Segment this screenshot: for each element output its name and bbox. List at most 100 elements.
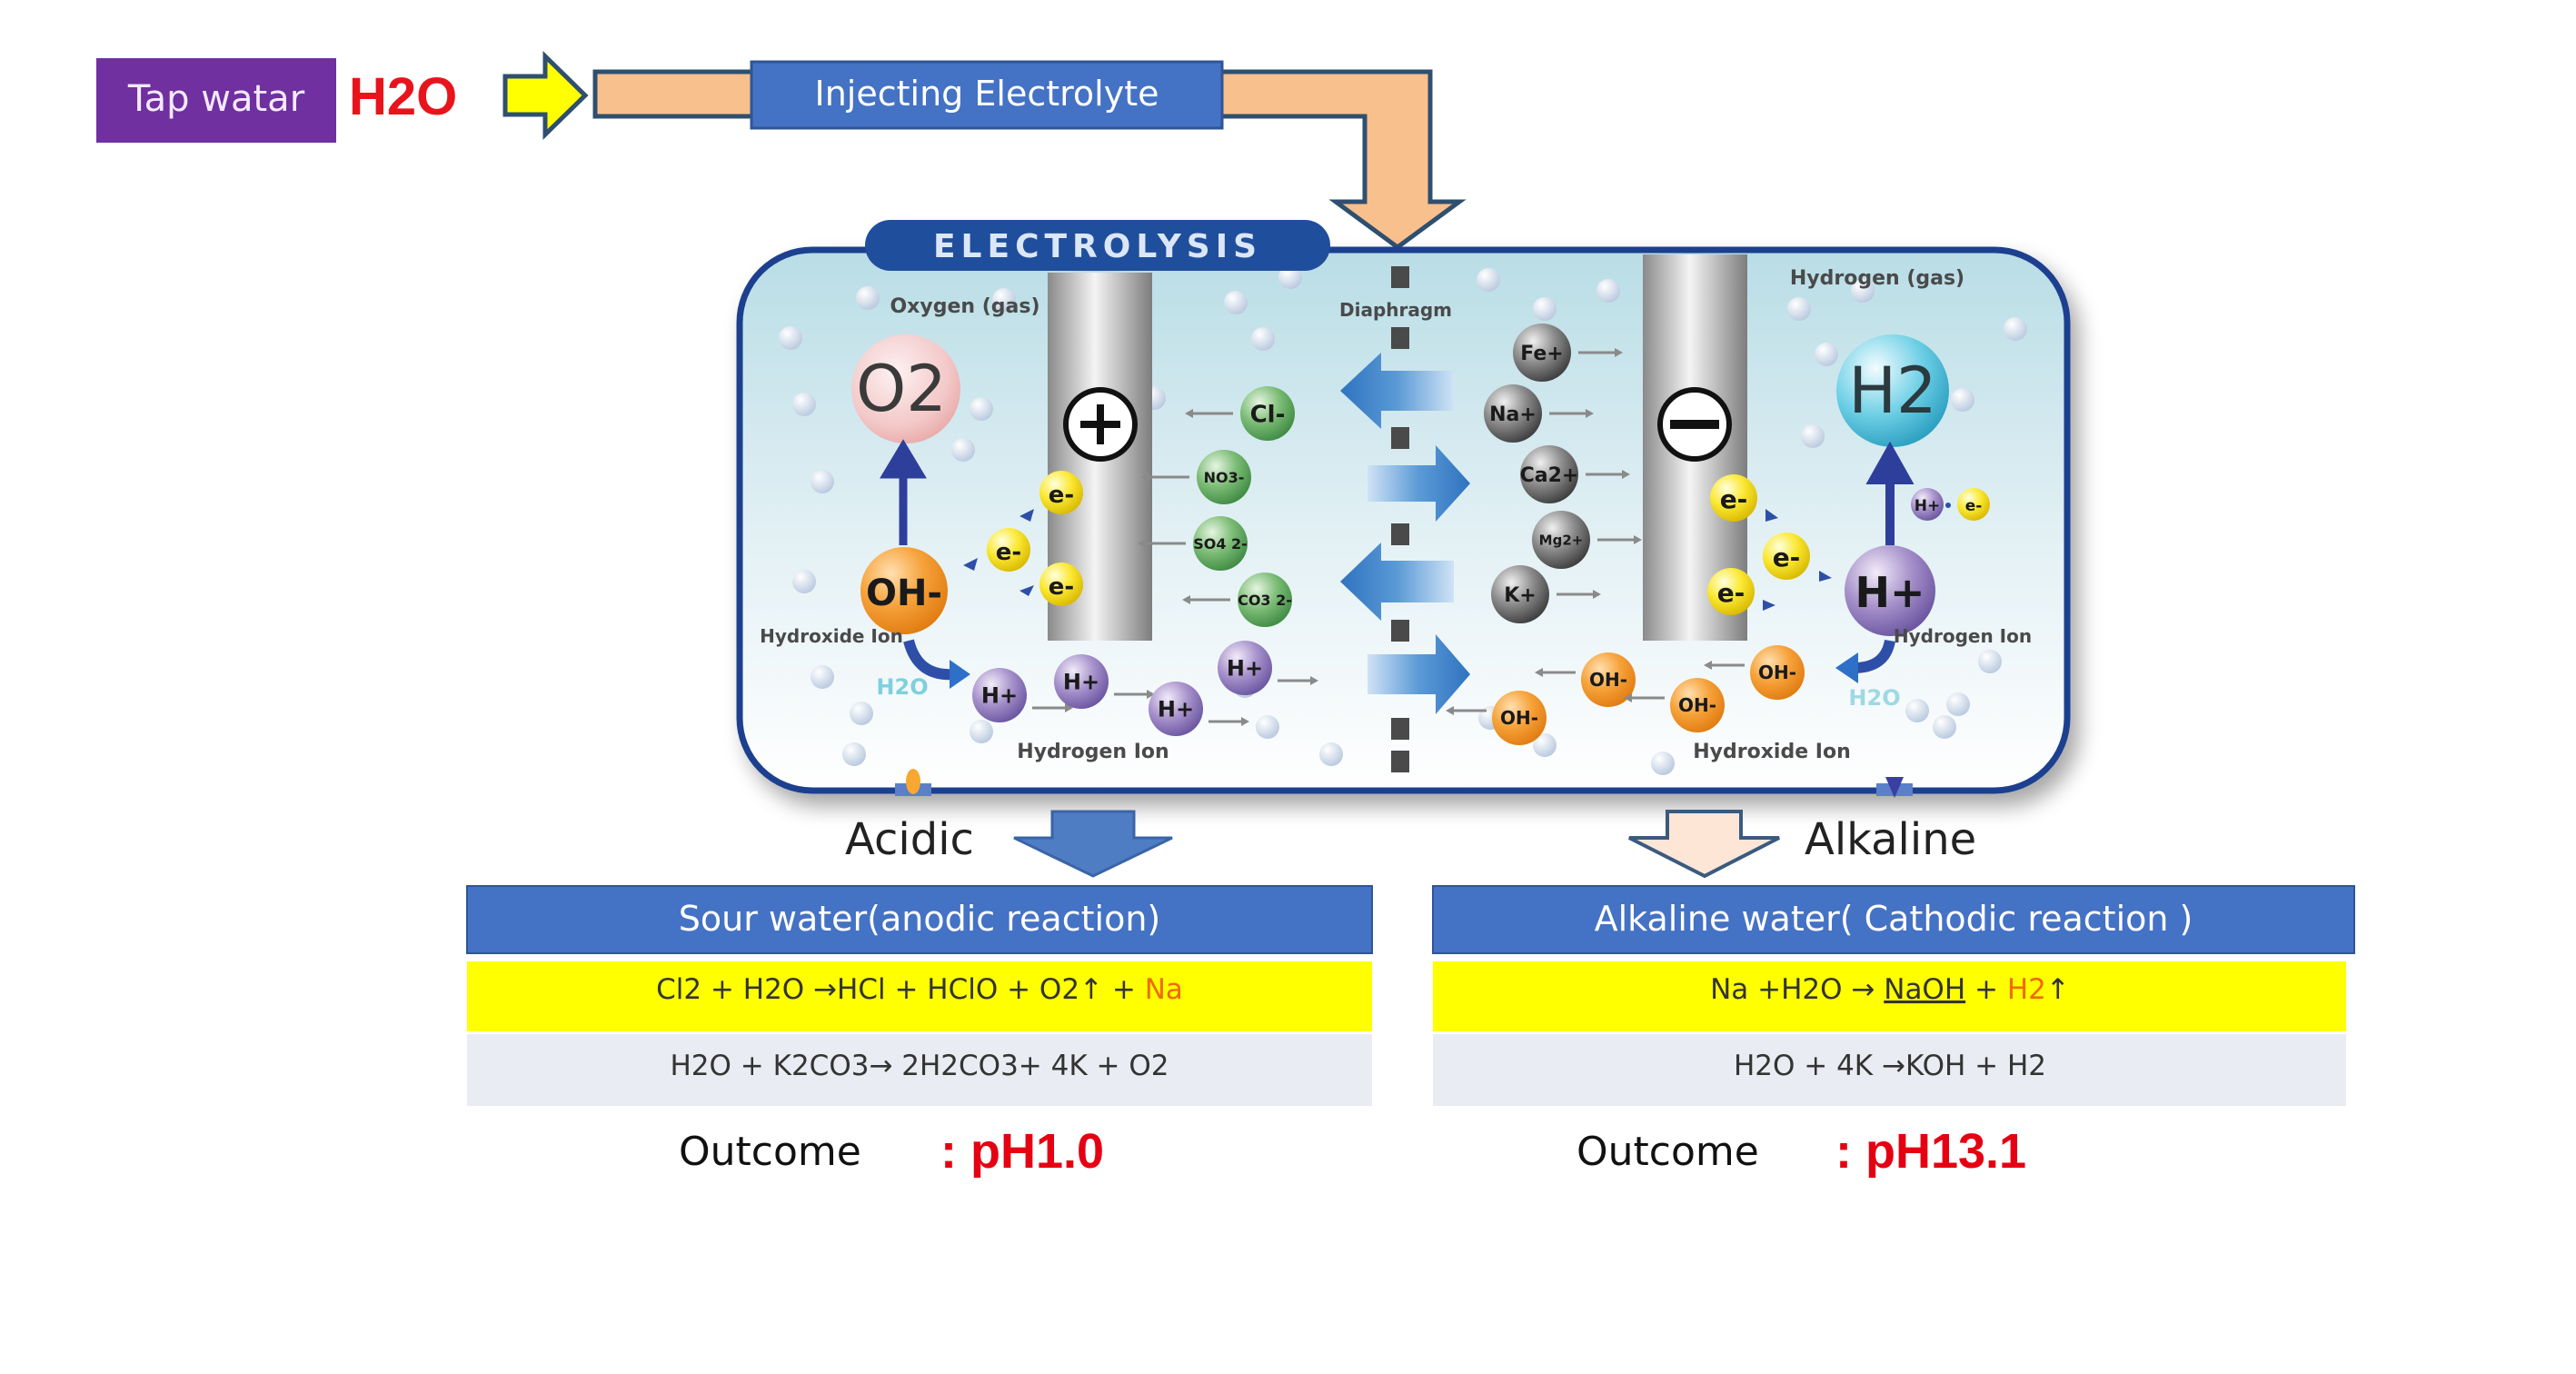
bubble bbox=[1933, 715, 1956, 739]
hydroxide-ion: OH- bbox=[1750, 645, 1805, 700]
left-arrow-icon bbox=[1182, 595, 1230, 604]
alkaline-label: Alkaline bbox=[1805, 814, 1976, 865]
bubble bbox=[850, 702, 873, 725]
svg-text:OH-: OH- bbox=[1758, 662, 1796, 683]
bubble bbox=[1319, 742, 1343, 766]
bubble bbox=[1801, 424, 1825, 448]
svg-text:H+: H+ bbox=[1158, 697, 1194, 722]
water-label-right: H2O bbox=[1848, 685, 1900, 711]
hydrogen-ion: H+ bbox=[1218, 641, 1272, 695]
left-arrow-icon bbox=[1185, 409, 1233, 418]
right-flow-arrow-1 bbox=[1368, 445, 1470, 522]
bubble bbox=[811, 470, 834, 493]
svg-text:K+: K+ bbox=[1504, 584, 1536, 607]
o2-molecule: O2 bbox=[851, 334, 960, 443]
water-label-left: H2O bbox=[876, 674, 928, 700]
alkaline-ph-value: : pH13.1 bbox=[1835, 1124, 2026, 1179]
cations: Fe+ Na+ Ca2+ Mg2+ K+ bbox=[1484, 324, 1642, 623]
right-arrow-icon bbox=[1278, 676, 1318, 685]
svg-text:OH-: OH- bbox=[866, 572, 942, 614]
bubble bbox=[1596, 279, 1620, 303]
right-flow-arrow-2 bbox=[1368, 634, 1470, 714]
alkaline-reaction-2: H2O + 4K →KOH + H2 bbox=[1734, 1050, 2046, 1082]
plus-icon bbox=[1063, 387, 1138, 462]
svg-text:OH-: OH- bbox=[1589, 669, 1627, 691]
left-flow-arrow-2 bbox=[1340, 543, 1454, 621]
electrolysis-title-pill: ELECTROLYSIS bbox=[865, 220, 1330, 271]
bubble bbox=[992, 288, 1016, 312]
cation: Ca2+ bbox=[1520, 445, 1579, 503]
bubble bbox=[1946, 692, 1970, 716]
svg-text:Na+: Na+ bbox=[1489, 403, 1537, 426]
cation: Fe+ bbox=[1513, 324, 1571, 382]
pipe-down-arrow bbox=[1215, 69, 1467, 251]
curve-arrow-icon bbox=[903, 639, 955, 681]
cation: K+ bbox=[1491, 565, 1549, 623]
anion: CO3 2- bbox=[1238, 572, 1292, 627]
right-arrow-icon bbox=[1114, 690, 1155, 699]
svg-text:H2: H2 bbox=[1848, 353, 1936, 428]
curve-arrowhead-icon bbox=[950, 660, 970, 689]
bubble bbox=[792, 393, 816, 416]
left-arrow-icon bbox=[1535, 668, 1576, 677]
acidic-label: Acidic bbox=[845, 814, 974, 865]
yellow-arrow-icon bbox=[502, 51, 589, 140]
hydrogen-ions-left: H+H+H+H+ bbox=[972, 641, 1318, 736]
svg-text:e-: e- bbox=[1717, 578, 1746, 608]
bubble bbox=[1224, 291, 1248, 314]
injecting-electrolyte-label: Injecting Electrolyte bbox=[815, 74, 1159, 114]
bubble bbox=[1951, 388, 1974, 412]
anion: NO3- bbox=[1197, 450, 1251, 504]
svg-text:e-: e- bbox=[1965, 497, 1983, 515]
svg-text:H+: H+ bbox=[1227, 656, 1263, 682]
electron: e- bbox=[1039, 563, 1083, 606]
hydroxide-ion: OH- bbox=[1670, 678, 1725, 732]
electron-arrows bbox=[963, 509, 1034, 596]
electron: e- bbox=[1710, 474, 1757, 522]
svg-text:Fe+: Fe+ bbox=[1520, 343, 1564, 365]
left-arrow-icon bbox=[1138, 539, 1186, 548]
svg-text:e-: e- bbox=[1773, 543, 1801, 572]
bubble bbox=[970, 720, 993, 743]
left-arrow-icon bbox=[1141, 473, 1189, 482]
alkaline-down-arrow-icon bbox=[1628, 810, 1780, 879]
pipe-left bbox=[592, 69, 756, 119]
hydroxide-ion: OH- bbox=[1492, 691, 1547, 745]
h2-molecule: H2 bbox=[1836, 334, 1949, 447]
hydrogen-ion: H+ bbox=[972, 668, 1027, 722]
bubble bbox=[1815, 343, 1838, 366]
electron: e- bbox=[1707, 568, 1755, 615]
svg-text:OH-: OH- bbox=[1678, 694, 1716, 716]
bubble bbox=[1533, 733, 1557, 757]
bubble bbox=[951, 438, 975, 462]
tap-water-label: Tap watar bbox=[127, 78, 305, 120]
curve-arrowhead-icon-right bbox=[1835, 652, 1858, 683]
left-arrow-icon bbox=[1704, 661, 1745, 670]
up-arrow-icon bbox=[880, 439, 927, 545]
svg-text:O2: O2 bbox=[856, 352, 947, 426]
bubble bbox=[1533, 297, 1557, 321]
cation: Mg2+ bbox=[1532, 511, 1590, 569]
minus-icon bbox=[1657, 387, 1732, 462]
diaphragm-label: Diaphragm bbox=[1339, 299, 1452, 321]
hydroxide-ion-left: OH- bbox=[860, 547, 948, 634]
electron-arrows-right bbox=[1763, 509, 1832, 611]
bubble bbox=[842, 742, 866, 766]
electrolysis-title: ELECTROLYSIS bbox=[933, 228, 1262, 265]
bubble bbox=[1851, 279, 1875, 303]
svg-text:Ca2+: Ca2+ bbox=[1520, 464, 1579, 487]
hydroxide-ion: OH- bbox=[1581, 652, 1636, 707]
svg-text:OH-: OH- bbox=[1500, 707, 1538, 729]
bubble bbox=[811, 665, 834, 689]
bubble bbox=[1278, 265, 1302, 289]
right-arrow-icon bbox=[1578, 348, 1623, 357]
hydroxide-label-left: Hydroxide Ion bbox=[760, 625, 903, 647]
bubble bbox=[1787, 297, 1811, 321]
acidic-outlet bbox=[895, 769, 931, 796]
right-arrow-icon bbox=[1597, 535, 1642, 544]
electron: e- bbox=[987, 528, 1030, 572]
bubble bbox=[779, 326, 802, 350]
hydrogen-ion-right: H+ bbox=[1845, 545, 1935, 636]
bubble bbox=[1477, 268, 1500, 292]
